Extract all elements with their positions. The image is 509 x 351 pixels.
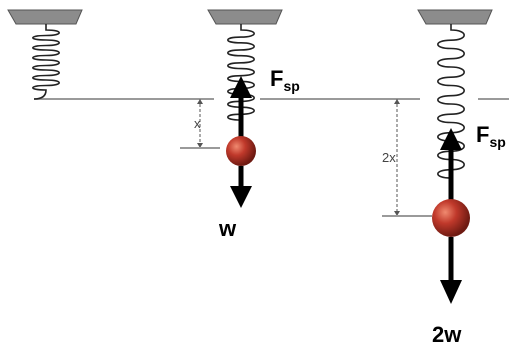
spring-force-arrow-1 <box>230 76 252 98</box>
mass-2 <box>432 128 470 304</box>
ball-2 <box>432 199 470 237</box>
weight-arrow-2 <box>440 280 462 304</box>
stretch-2x-label: 2x <box>382 150 396 165</box>
stretch-x-dimension: x <box>180 99 220 149</box>
weight-label-1: w <box>218 216 237 241</box>
stretch-x-label: x <box>194 116 201 131</box>
ceiling-3 <box>417 9 493 25</box>
ceiling-2 <box>207 9 283 25</box>
spring-force-arrow-2 <box>440 128 462 150</box>
spring-stretched-2x-coil <box>437 24 465 179</box>
mass-1 <box>226 76 256 208</box>
weight-arrow-1 <box>230 186 252 208</box>
spring-force-label-2: Fsp <box>476 122 506 150</box>
stretch-2x-dimension: 2x <box>382 99 432 217</box>
spring-stretched-x <box>227 24 255 121</box>
springs <box>32 24 465 179</box>
weight-label-2: 2w <box>432 322 462 347</box>
ceiling-supports <box>7 9 493 25</box>
ball-1 <box>226 136 256 166</box>
spring-stretched-2x <box>437 24 465 179</box>
ceiling-1 <box>7 9 83 25</box>
spring-stretched-x-coil <box>227 24 255 121</box>
spring-force-label-1: Fsp <box>270 66 300 94</box>
spring-relaxed <box>32 24 60 100</box>
spring-relaxed-coil <box>32 24 60 100</box>
